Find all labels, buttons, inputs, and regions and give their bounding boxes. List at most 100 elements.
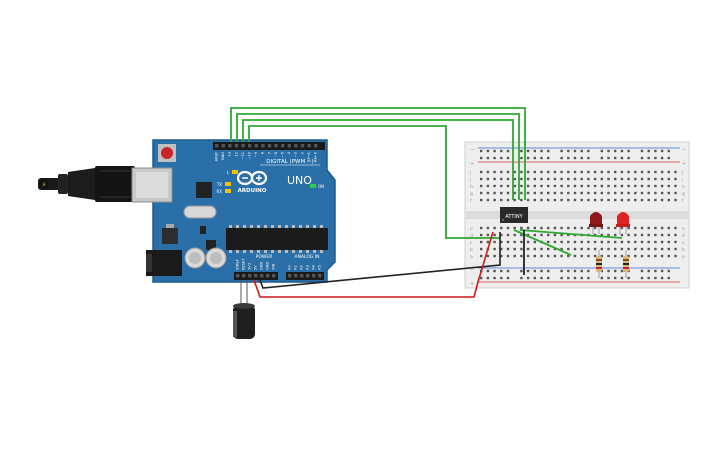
- terminal-hole[interactable]: [500, 254, 503, 258]
- terminal-hole[interactable]: [540, 233, 543, 237]
- terminal-hole[interactable]: [560, 240, 563, 244]
- terminal-hole[interactable]: [640, 226, 644, 230]
- terminal-hole[interactable]: [493, 177, 496, 181]
- rail-hole[interactable]: [486, 156, 490, 160]
- terminal-hole[interactable]: [513, 184, 516, 188]
- terminal-hole[interactable]: [526, 177, 530, 181]
- terminal-hole[interactable]: [580, 170, 583, 174]
- terminal-hole[interactable]: [533, 198, 536, 202]
- attiny-chip[interactable]: ATTINY: [500, 207, 528, 223]
- terminal-hole[interactable]: [533, 170, 536, 174]
- terminal-hole[interactable]: [533, 177, 536, 181]
- analog-pin-hole[interactable]: [288, 274, 292, 278]
- terminal-hole[interactable]: [540, 254, 543, 258]
- terminal-hole[interactable]: [660, 254, 664, 258]
- terminal-hole[interactable]: [654, 247, 657, 251]
- terminal-hole[interactable]: [526, 198, 530, 202]
- rail-hole[interactable]: [654, 276, 657, 280]
- terminal-hole[interactable]: [573, 191, 577, 195]
- terminal-hole[interactable]: [500, 170, 503, 174]
- terminal-hole[interactable]: [520, 240, 523, 244]
- rail-hole[interactable]: [660, 276, 664, 280]
- terminal-hole[interactable]: [607, 177, 610, 181]
- rail-hole[interactable]: [533, 276, 536, 280]
- power-pin-hole[interactable]: [248, 274, 252, 278]
- terminal-hole[interactable]: [614, 170, 617, 174]
- terminal-hole[interactable]: [580, 226, 583, 230]
- terminal-hole[interactable]: [513, 233, 516, 237]
- terminal-hole[interactable]: [540, 191, 543, 195]
- terminal-hole[interactable]: [486, 233, 490, 237]
- rail-hole[interactable]: [500, 156, 503, 160]
- rail-hole[interactable]: [493, 269, 496, 273]
- rail-hole[interactable]: [640, 269, 644, 273]
- terminal-hole[interactable]: [674, 247, 677, 251]
- terminal-hole[interactable]: [500, 233, 503, 237]
- rail-hole[interactable]: [607, 269, 610, 273]
- terminal-hole[interactable]: [526, 233, 530, 237]
- terminal-hole[interactable]: [560, 198, 563, 202]
- terminal-hole[interactable]: [567, 191, 570, 195]
- terminal-hole[interactable]: [500, 247, 503, 251]
- terminal-hole[interactable]: [634, 254, 637, 258]
- terminal-hole[interactable]: [506, 240, 510, 244]
- terminal-hole[interactable]: [560, 184, 563, 188]
- terminal-hole[interactable]: [567, 254, 570, 258]
- terminal-hole[interactable]: [667, 177, 670, 181]
- terminal-hole[interactable]: [486, 254, 490, 258]
- terminal-hole[interactable]: [587, 226, 590, 230]
- rail-hole[interactable]: [580, 156, 583, 160]
- terminal-hole[interactable]: [486, 240, 490, 244]
- rail-hole[interactable]: [540, 269, 543, 273]
- terminal-hole[interactable]: [513, 247, 516, 251]
- terminal-hole[interactable]: [627, 254, 630, 258]
- terminal-hole[interactable]: [647, 247, 650, 251]
- rail-hole[interactable]: [627, 276, 630, 280]
- terminal-hole[interactable]: [640, 170, 644, 174]
- terminal-hole[interactable]: [674, 233, 677, 237]
- terminal-hole[interactable]: [526, 184, 530, 188]
- rail-hole[interactable]: [560, 149, 563, 153]
- terminal-hole[interactable]: [533, 191, 536, 195]
- terminal-hole[interactable]: [620, 191, 624, 195]
- terminal-hole[interactable]: [580, 247, 583, 251]
- terminal-hole[interactable]: [526, 226, 530, 230]
- rail-hole[interactable]: [500, 276, 503, 280]
- terminal-hole[interactable]: [513, 240, 516, 244]
- rail-hole[interactable]: [480, 149, 483, 153]
- digital-pin-hole[interactable]: [300, 144, 305, 148]
- terminal-hole[interactable]: [654, 184, 657, 188]
- rail-hole[interactable]: [640, 156, 644, 160]
- terminal-hole[interactable]: [593, 184, 597, 188]
- terminal-hole[interactable]: [600, 177, 603, 181]
- power-pin-hole[interactable]: [266, 274, 270, 278]
- rail-hole[interactable]: [600, 269, 603, 273]
- terminal-hole[interactable]: [660, 170, 664, 174]
- rail-hole[interactable]: [520, 149, 523, 153]
- terminal-hole[interactable]: [480, 233, 483, 237]
- rail-hole[interactable]: [506, 269, 510, 273]
- terminal-hole[interactable]: [560, 191, 563, 195]
- led-red[interactable]: [616, 212, 630, 234]
- power-pin-hole[interactable]: [254, 274, 258, 278]
- terminal-hole[interactable]: [634, 226, 637, 230]
- terminal-hole[interactable]: [520, 226, 523, 230]
- terminal-hole[interactable]: [674, 170, 677, 174]
- terminal-hole[interactable]: [540, 198, 543, 202]
- terminal-hole[interactable]: [627, 184, 630, 188]
- rail-hole[interactable]: [647, 269, 650, 273]
- rail-hole[interactable]: [540, 149, 543, 153]
- digital-pin-hole[interactable]: [221, 144, 225, 148]
- terminal-hole[interactable]: [553, 170, 557, 174]
- terminal-hole[interactable]: [614, 191, 617, 195]
- terminal-hole[interactable]: [560, 170, 563, 174]
- green-wire-led-2[interactable]: [519, 229, 623, 239]
- digital-pin-hole[interactable]: [241, 144, 245, 148]
- rail-hole[interactable]: [587, 269, 590, 273]
- terminal-hole[interactable]: [634, 240, 637, 244]
- terminal-hole[interactable]: [607, 233, 610, 237]
- terminal-hole[interactable]: [573, 170, 577, 174]
- rail-hole[interactable]: [547, 276, 550, 280]
- rail-hole[interactable]: [600, 156, 603, 160]
